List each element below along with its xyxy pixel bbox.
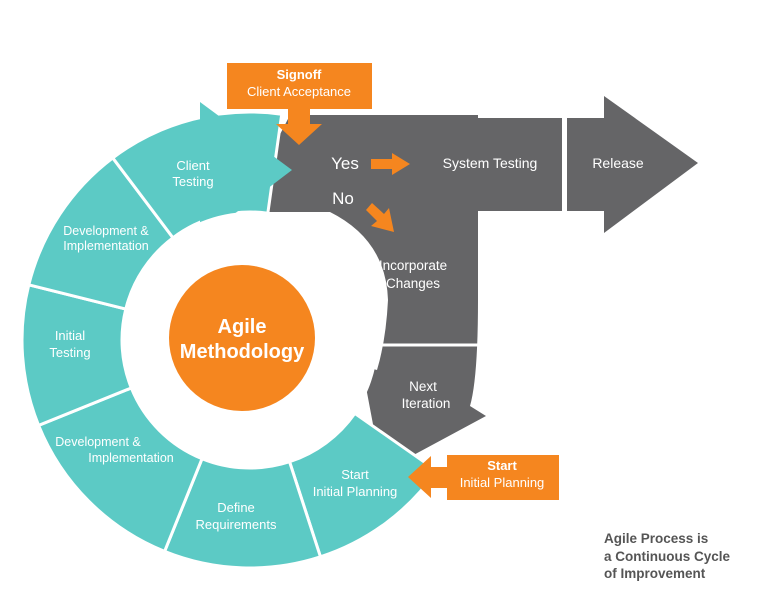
incorporate-changes-label-line2: Changes [386, 276, 440, 291]
initial-testing-label-line2: Testing [49, 345, 90, 360]
teal-ring [20, 110, 439, 570]
start-callout-subtitle: Initial Planning [460, 475, 545, 490]
dev-impl-upper-label-line1: Development & [63, 224, 149, 238]
next-iteration-label-line1: Next [409, 379, 437, 394]
center-label-line2: Methodology [180, 341, 305, 363]
signoff-subtitle: Client Acceptance [247, 84, 351, 99]
no-arrow [366, 203, 394, 232]
start-callout-title: Start [487, 458, 517, 473]
footer-caption: Agile Process is a Continuous Cycle of I… [604, 530, 774, 583]
start-callout-box [447, 455, 559, 500]
client-testing-label-line2: Testing [172, 174, 213, 189]
system-testing-label: System Testing [443, 155, 538, 171]
define-requirements-label-line2: Requirements [196, 517, 277, 532]
client-testing-arrowhead [200, 102, 292, 240]
center-label-line1: Agile [218, 316, 267, 338]
dev-impl-lower-label-line1: Development & [55, 435, 141, 449]
release-arrow [567, 96, 698, 233]
footer-line-2: a Continuous Cycle [604, 548, 731, 564]
footer-line-1: Agile Process is [604, 531, 709, 546]
client-testing-label-line1: Client [176, 158, 210, 173]
agile-center-circle [169, 265, 315, 411]
signoff-down-arrow [276, 109, 322, 145]
next-iteration-label-line2: Iteration [402, 396, 451, 411]
yes-arrow [371, 153, 410, 175]
system-testing-bar [405, 118, 562, 211]
define-requirements-label-line1: Define [217, 500, 255, 515]
initial-testing-label-line1: Initial [55, 328, 85, 343]
dev-impl-upper-label-line2: Implementation [63, 239, 149, 253]
start-planning-label-line2: Initial Planning [313, 484, 398, 499]
yes-label: Yes [331, 154, 359, 173]
footer-line-3: of Improvement [604, 566, 706, 581]
incorporate-changes-label-line1: Incorporate [379, 258, 447, 273]
signoff-callout-box [227, 63, 372, 109]
release-label: Release [592, 155, 644, 171]
signoff-title: Signoff [277, 67, 322, 82]
no-label: No [332, 189, 354, 208]
start-callout-arrow [408, 456, 447, 498]
start-planning-label-line1: Start [341, 467, 369, 482]
dev-impl-lower-label-line2: Implementation [88, 451, 174, 465]
